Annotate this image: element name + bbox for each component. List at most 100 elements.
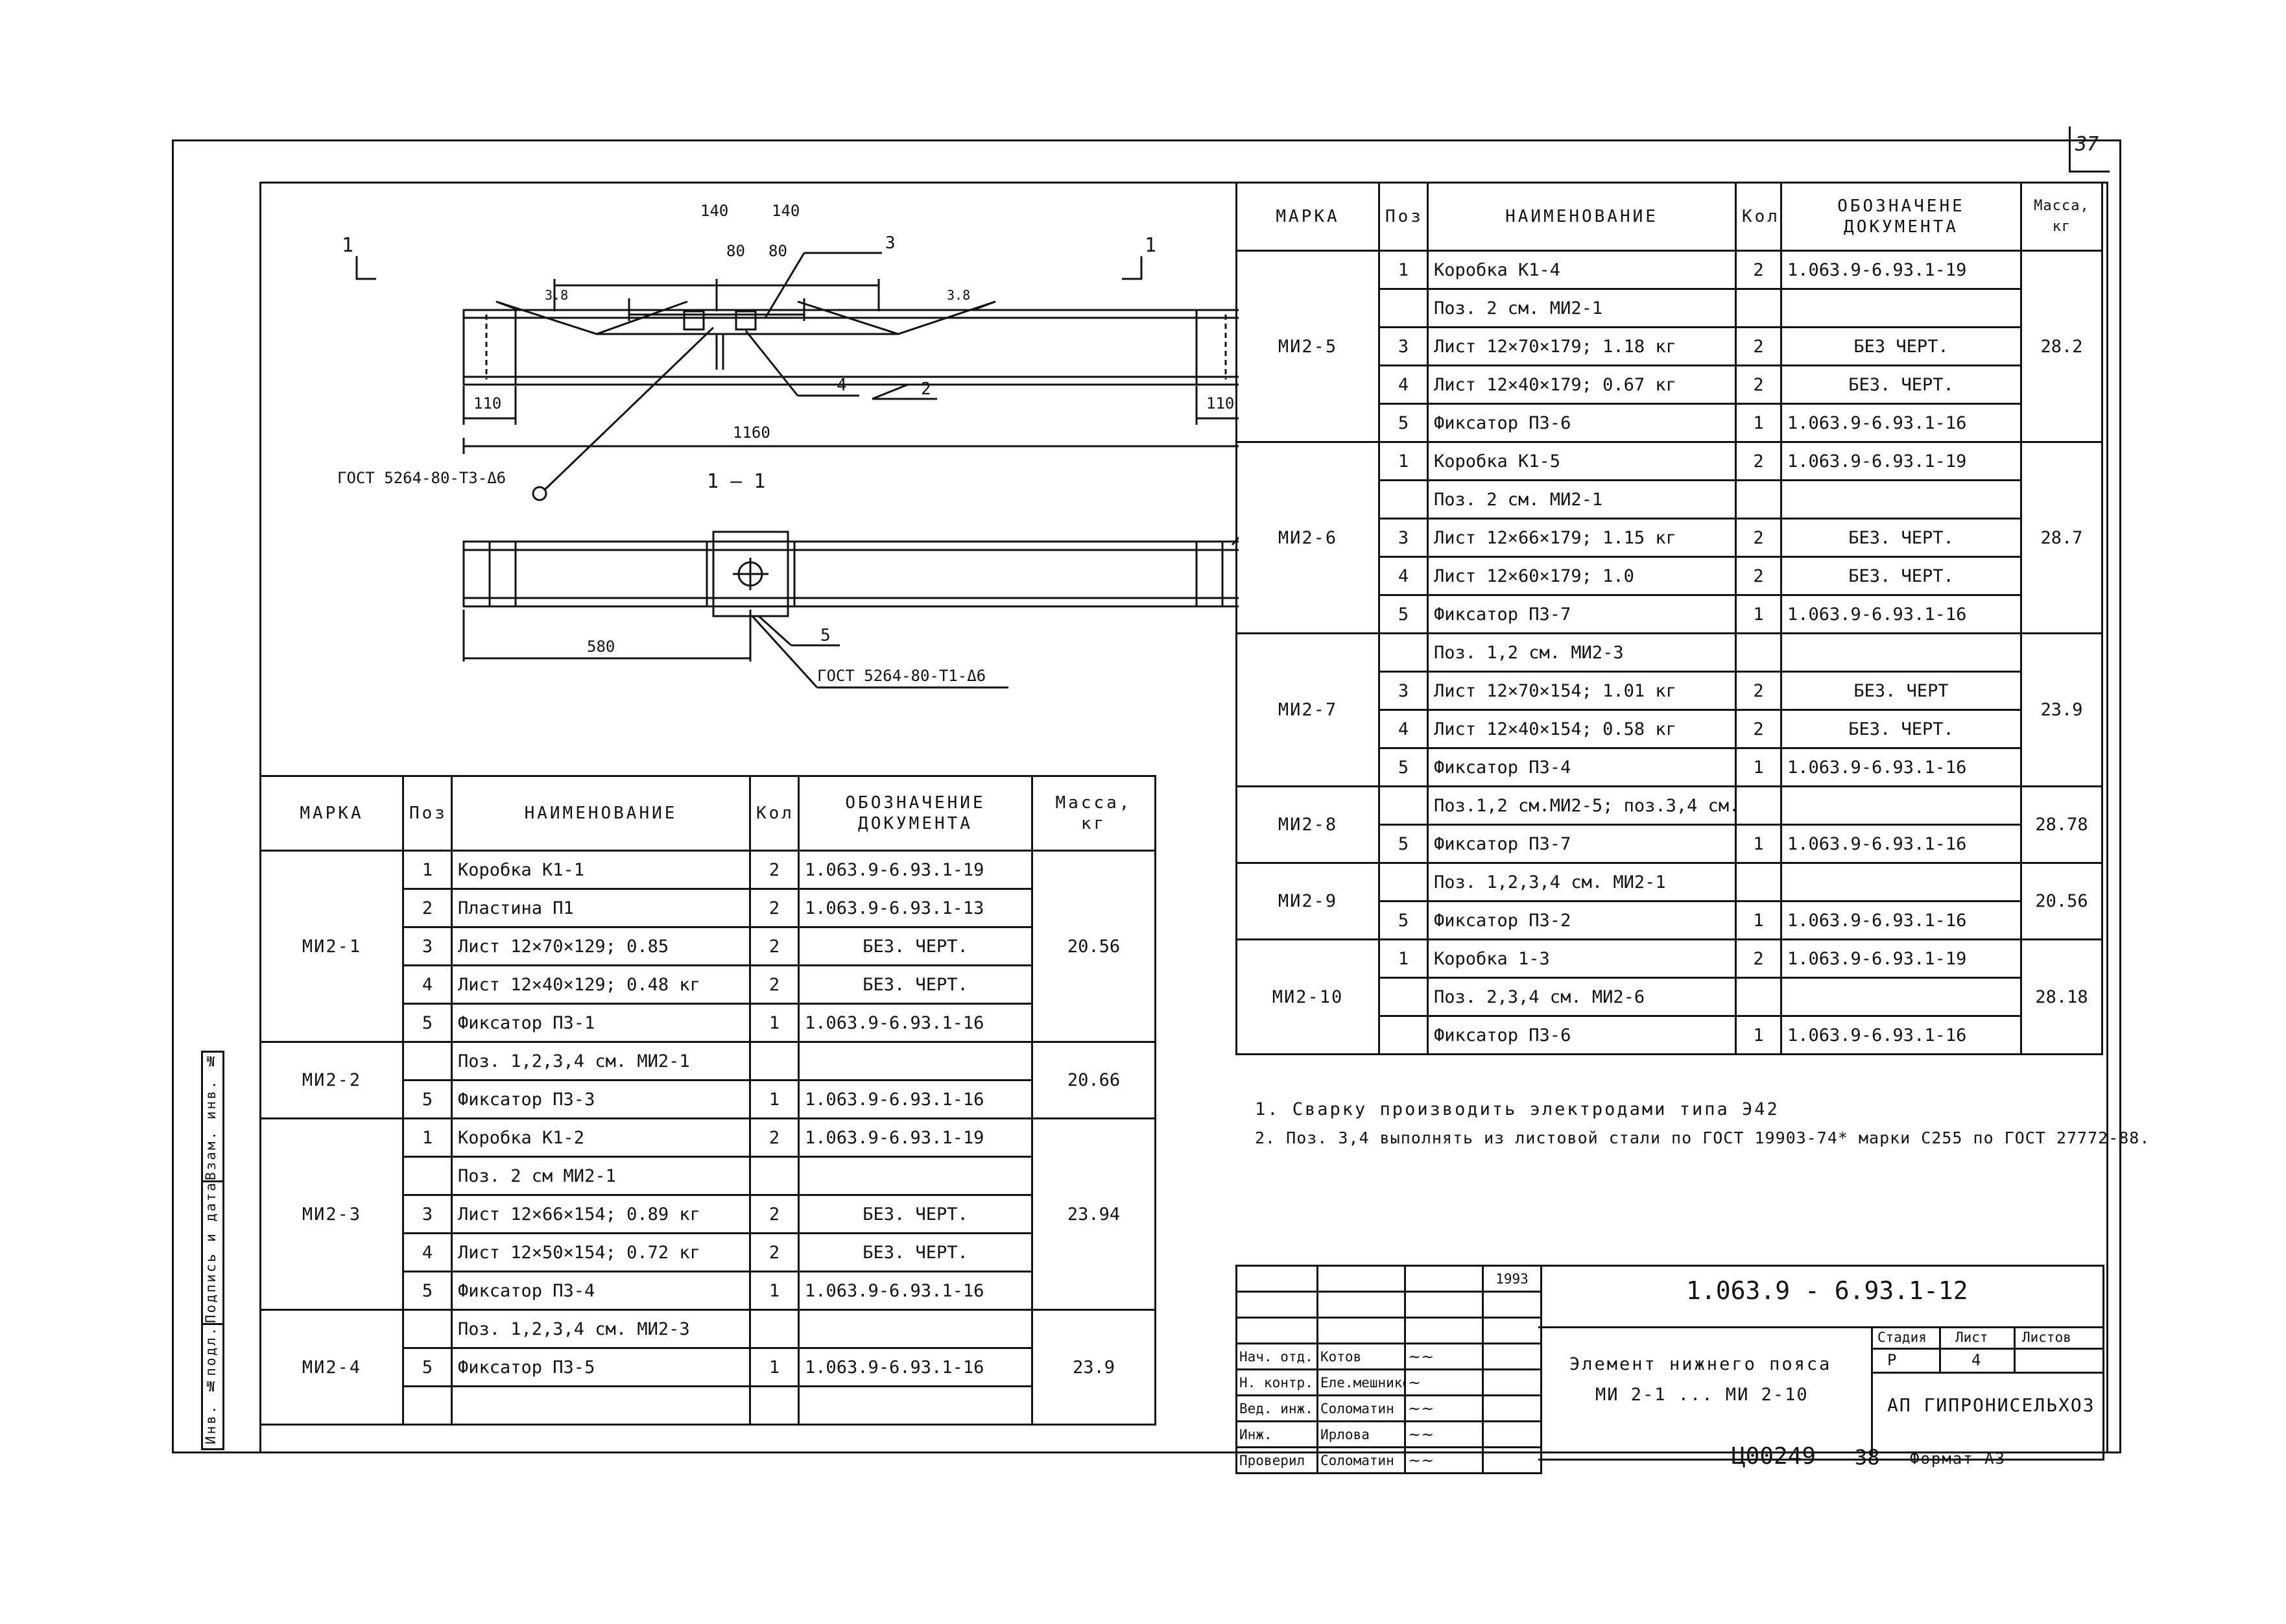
cell-qty: 2 <box>1735 441 1782 481</box>
cell-mark: МИ2-7 <box>1235 632 1380 787</box>
stamp-cell <box>1316 1317 1406 1344</box>
cell-qty: 1 <box>1735 900 1782 940</box>
cell-doc: БЕЗ. ЧЕРТ. <box>1780 518 2022 558</box>
slope-left: 3.8 <box>545 287 568 303</box>
side-label-inv: Инв. №подл. <box>203 1325 219 1444</box>
stage-value: Р <box>1887 1351 1897 1369</box>
stamp-cell <box>1404 1265 1484 1293</box>
title-line-2: МИ 2-1 ... МИ 2-10 <box>1595 1385 1809 1405</box>
view-title: 1 – 1 <box>707 470 765 493</box>
cell-mass: 28.78 <box>2020 785 2103 864</box>
cell-pos: 1 <box>1378 250 1429 290</box>
header-qty: Кол. <box>749 775 800 852</box>
cell-name: Поз. 1,2,3,4 см. МИ2-3 <box>451 1309 751 1349</box>
stamp-cell <box>1482 1317 1542 1344</box>
dim-140-right: 140 <box>772 202 800 220</box>
signature-3: ~~ <box>1404 1394 1484 1422</box>
callout-4: 4 <box>837 376 847 395</box>
cell-name: Поз. 2 см. МИ2-1 <box>1427 288 1737 328</box>
cell-name <box>451 1385 751 1426</box>
cell-name: Поз. 2 см МИ2-1 <box>451 1156 751 1196</box>
side-label-replace: Взам. инв. № <box>203 1051 219 1180</box>
year: 1993 <box>1482 1265 1542 1293</box>
cell-pos: 1 <box>402 1117 453 1158</box>
cell-pos: 3 <box>1378 671 1429 711</box>
cell-doc <box>1780 288 2022 328</box>
cell-name: Фиксатор П3-7 <box>1427 594 1737 634</box>
cell-name: Лист 12×60×179; 1.0 <box>1427 556 1737 596</box>
cell-doc: 1.063.9-6.93.1-16 <box>1780 900 2022 940</box>
signature-4: ~~ <box>1404 1420 1484 1448</box>
doc-code: 1.063.9 - 6.93.1-12 <box>1686 1276 1968 1305</box>
beam-section <box>462 540 1239 608</box>
cell-qty <box>1735 288 1782 328</box>
header-pos-right: Поз. <box>1378 182 1429 252</box>
stamp-cell <box>1482 1343 1542 1370</box>
cell-doc: 1.063.9-6.93.1-13 <box>798 888 1033 928</box>
cell-pos <box>1378 785 1429 826</box>
cell-qty: 2 <box>1735 709 1782 749</box>
note-2: 2. Поз. 3,4 выполнять из листовой стали … <box>1255 1128 2150 1147</box>
cell-pos: 1 <box>1378 938 1429 979</box>
signature-2: ~ <box>1404 1368 1484 1396</box>
side-label-signature: Подпись и дата <box>203 1180 219 1323</box>
cell-doc: БЕЗ. ЧЕРТ <box>1780 671 2022 711</box>
cell-name: Фиксатор П3-1 <box>451 1003 751 1043</box>
cell-pos <box>402 1041 453 1081</box>
name-2: Еле.мешникова <box>1316 1368 1406 1396</box>
cell-doc <box>1780 479 2022 519</box>
stamp-cell <box>1235 1291 1318 1319</box>
cell-name: Коробка К1-5 <box>1427 441 1737 481</box>
cell-name: Лист 12×40×154; 0.58 кг <box>1427 709 1737 749</box>
cell-name: Поз.1,2 см.МИ2-5; поз.3,4 см.МИ2-6 <box>1427 785 1737 826</box>
cell-name: Фиксатор П3-2 <box>1427 900 1737 940</box>
cell-name: Поз. 1,2 см. МИ2-3 <box>1427 632 1737 673</box>
side-strip <box>201 1051 224 1450</box>
cell-pos: 4 <box>1378 709 1429 749</box>
cell-mark: МИ2-10 <box>1235 938 1380 1055</box>
cell-name: Лист 12×70×154; 1.01 кг <box>1427 671 1737 711</box>
cell-name: Лист 12×40×129; 0.48 кг <box>451 964 751 1005</box>
cell-doc: 1.063.9-6.93.1-19 <box>1780 938 2022 979</box>
cell-doc <box>1780 977 2022 1017</box>
cell-qty <box>749 1309 800 1349</box>
cell-doc <box>798 1385 1033 1426</box>
stage-row-2 <box>1871 1372 2102 1374</box>
cell-doc: 1.063.9-6.93.1-19 <box>798 850 1033 890</box>
cell-pos: 3 <box>1378 518 1429 558</box>
inventory-number: Ц00249 <box>1732 1443 1816 1470</box>
cell-qty: 1 <box>749 1079 800 1119</box>
cell-pos <box>1378 862 1429 902</box>
stamp-cell <box>1235 1265 1318 1293</box>
cell-qty: 1 <box>1735 747 1782 787</box>
section-mark-right: 1 <box>1145 234 1156 257</box>
cell-doc <box>1780 785 2022 826</box>
cell-doc: БЕЗ. ЧЕРТ. <box>1780 556 2022 596</box>
spec-table-right: МАРКА Поз. НАИМЕНОВАНИЕ Кол. ОБОЗНАЧЕНЕ … <box>1235 182 2103 1055</box>
table-row: Поз. 2 см. МИ2-1 <box>1237 288 2102 328</box>
cell-mass: 28.2 <box>2020 250 2103 443</box>
role-2: Н. контр. <box>1235 1368 1318 1396</box>
cell-mass: 28.18 <box>2020 938 2103 1055</box>
cell-pos: 5 <box>1378 824 1429 864</box>
dim-section: 580 <box>587 638 615 656</box>
sheet-value: 4 <box>1971 1351 1981 1369</box>
cell-pos: 3 <box>1378 326 1429 366</box>
header-name-right: НАИМЕНОВАНИЕ <box>1427 182 1737 252</box>
cell-name: Лист 12×66×179; 1.15 кг <box>1427 518 1737 558</box>
side-divider-2 <box>201 1180 224 1182</box>
header-name: НАИМЕНОВАНИЕ <box>451 775 751 852</box>
cell-doc: 1.063.9-6.93.1-19 <box>1780 250 2022 290</box>
table-row <box>261 1385 1156 1426</box>
cell-pos: 5 <box>1378 403 1429 443</box>
cell-name: Фиксатор П3-4 <box>1427 747 1737 787</box>
signature-5: ~~ <box>1404 1446 1484 1474</box>
cell-qty: 2 <box>1735 556 1782 596</box>
